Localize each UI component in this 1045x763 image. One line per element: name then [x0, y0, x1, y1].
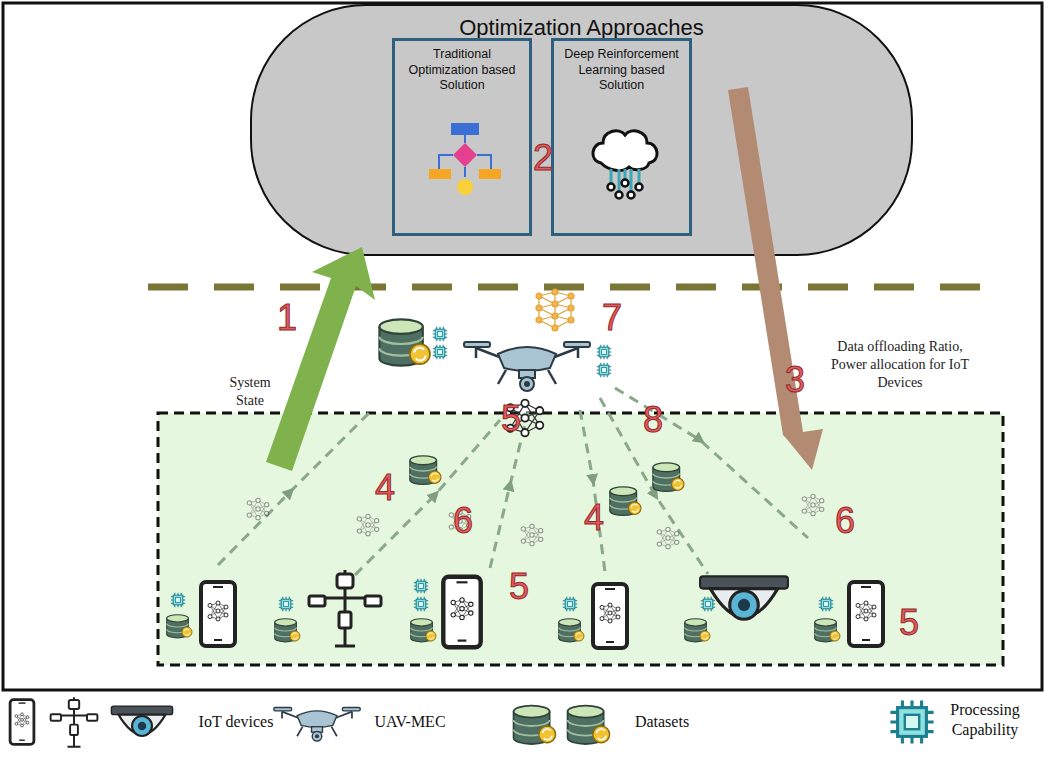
approach-box: Traditional Optimization based Solution [392, 38, 532, 236]
callout-number: 5 [509, 569, 529, 605]
callout-number: 1 [277, 300, 297, 336]
legend-text: IoT devices [199, 712, 274, 732]
callout-number: 8 [643, 402, 663, 438]
approach-box: Deep Reinforcement Learning based Soluti… [551, 38, 692, 236]
flow-label: System State [215, 374, 285, 410]
callout-number: 4 [584, 500, 604, 536]
legend-text: Datasets [635, 712, 689, 732]
node-text: Deep Reinforcement Learning based Soluti… [558, 47, 685, 94]
callout-number: 2 [533, 140, 553, 176]
callout-number: 6 [835, 503, 855, 539]
legend-text: Processing Capability [940, 700, 1030, 740]
callout-number: 6 [453, 503, 473, 539]
flow-label: Data offloading Ratio, Power allocation … [825, 338, 975, 393]
flowchart-icon [425, 121, 505, 201]
callout-number: 5 [899, 605, 919, 641]
callout-number: 7 [602, 300, 622, 336]
brain-icon [585, 121, 665, 201]
node-text: Traditional Optimization based Solution [399, 47, 525, 94]
legend-text: UAV-MEC [374, 712, 445, 732]
optimization-band: Optimization ApproachesTraditional Optim… [251, 5, 912, 255]
callout-number: 4 [375, 470, 395, 506]
callout-number: 5 [501, 401, 521, 437]
callout-number: 3 [785, 362, 805, 398]
